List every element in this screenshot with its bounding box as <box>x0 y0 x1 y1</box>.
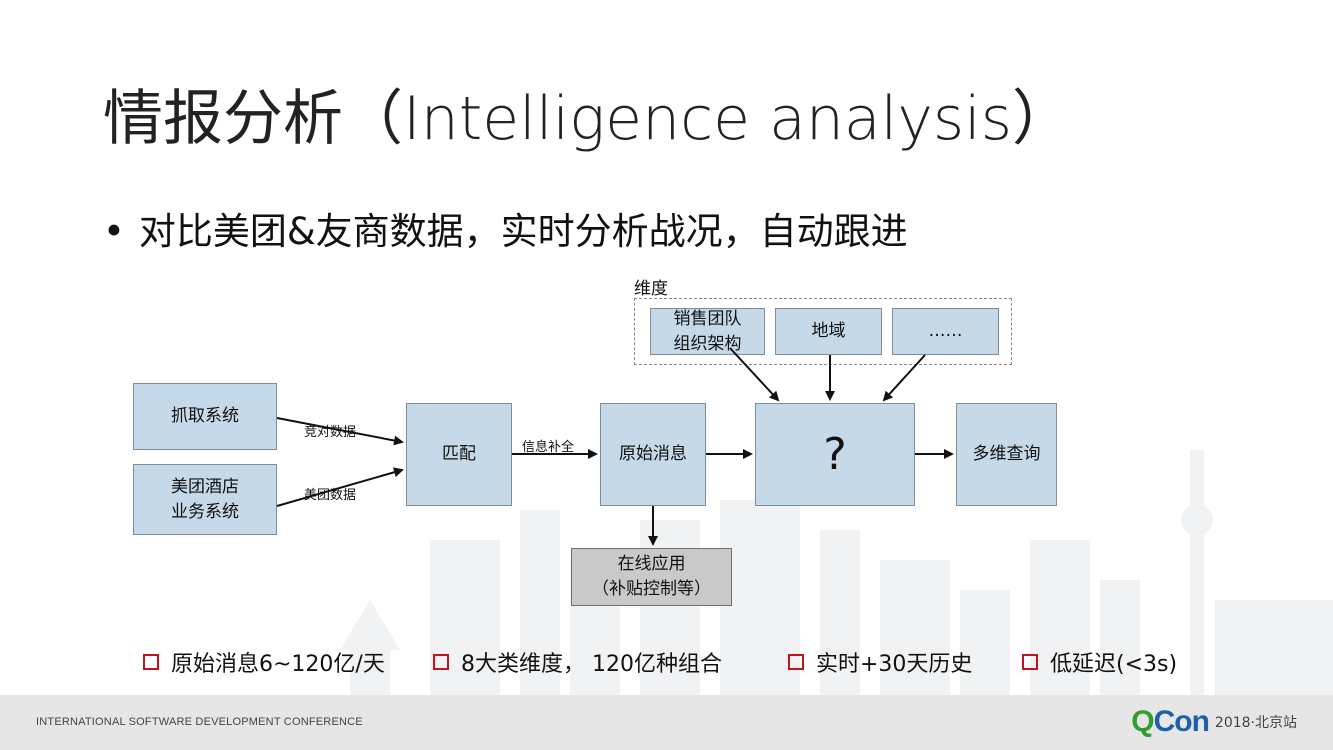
node-multi-dimensional-query: 多维查询 <box>956 403 1057 506</box>
dimension-group-box <box>634 298 1012 365</box>
key-facts: 原始消息6~120亿/天 8大类维度， 120亿种组合 实时+30天历史 低延迟… <box>0 646 1333 678</box>
fact-item: 低延迟(<3s) <box>1022 646 1177 678</box>
edge-label-info-complement: 信息补全 <box>522 440 575 455</box>
node-dimension-sales-team: 销售团队 组织架构 <box>650 308 765 355</box>
node-match-label: 匹配 <box>442 444 476 464</box>
fact-text: 8大类维度， 120亿种组合 <box>461 652 722 677</box>
slide-bullet: • 对比美团&友商数据，实时分析战况，自动跟进 <box>103 201 908 255</box>
edge-label-competitor-data: 竞对数据 <box>304 425 357 440</box>
arrow-sales-to-question <box>729 347 780 402</box>
node-dimension-region: 地域 <box>775 308 882 355</box>
qcon-logo: QCon <box>1131 705 1210 739</box>
node-dimension-sales-team-label: 销售团队 组织架构 <box>673 308 742 354</box>
node-online-application-label: 在线应用 （补贴控制等） <box>592 554 711 599</box>
fact-text: 原始消息6~120亿/天 <box>171 652 385 677</box>
checkbox-icon <box>1022 654 1038 670</box>
edge-label-meituan-data: 美团数据 <box>304 488 357 503</box>
bullet-text: 对比美团&友商数据，实时分析战况，自动跟进 <box>138 210 908 253</box>
node-meituan-business-system: 美团酒店 业务系统 <box>133 464 277 535</box>
dimension-group-label: 维度 <box>634 279 668 299</box>
node-question-label: ? <box>823 428 847 480</box>
node-question: ? <box>755 403 915 506</box>
fact-item: 原始消息6~120亿/天 <box>143 646 385 678</box>
arrow-meituan-to-match <box>276 467 404 507</box>
conference-edition: 2018·北京站 <box>1214 715 1297 731</box>
fact-item: 实时+30天历史 <box>788 646 972 678</box>
bullet-dot: • <box>103 210 125 253</box>
conference-name: INTERNATIONAL SOFTWARE DEVELOPMENT CONFE… <box>36 716 363 728</box>
qcon-logo-con: Con <box>1153 705 1210 738</box>
checkbox-icon <box>788 654 804 670</box>
node-crawl-system: 抓取系统 <box>133 383 277 450</box>
node-dimension-more-label: …… <box>928 321 963 341</box>
fact-text: 实时+30天历史 <box>816 652 973 677</box>
node-raw-message: 原始消息 <box>600 403 706 506</box>
qcon-logo-q: Q <box>1131 705 1154 738</box>
checkbox-icon <box>143 654 159 670</box>
slide-title: 情报分析（Intelligence analysis） <box>103 84 1073 154</box>
node-crawl-system-label: 抓取系统 <box>171 406 239 426</box>
checkbox-icon <box>433 654 449 670</box>
node-dimension-region-label: 地域 <box>811 321 846 341</box>
node-raw-message-label: 原始消息 <box>619 444 687 464</box>
arrow-more-to-question <box>882 354 926 402</box>
node-multi-dimensional-query-label: 多维查询 <box>972 444 1041 464</box>
node-meituan-business-system-label: 美团酒店 业务系统 <box>171 476 239 522</box>
qcon-brand: QCon 2018·北京站 <box>1131 705 1297 739</box>
fact-item: 8大类维度， 120亿种组合 <box>433 646 722 678</box>
node-match: 匹配 <box>406 403 512 506</box>
fact-text: 低延迟(<3s) <box>1050 652 1178 677</box>
node-online-application: 在线应用 （补贴控制等） <box>571 548 732 606</box>
node-dimension-more: …… <box>892 308 999 355</box>
arrow-crawl-to-match <box>276 417 404 446</box>
slide-footer: INTERNATIONAL SOFTWARE DEVELOPMENT CONFE… <box>0 695 1333 750</box>
